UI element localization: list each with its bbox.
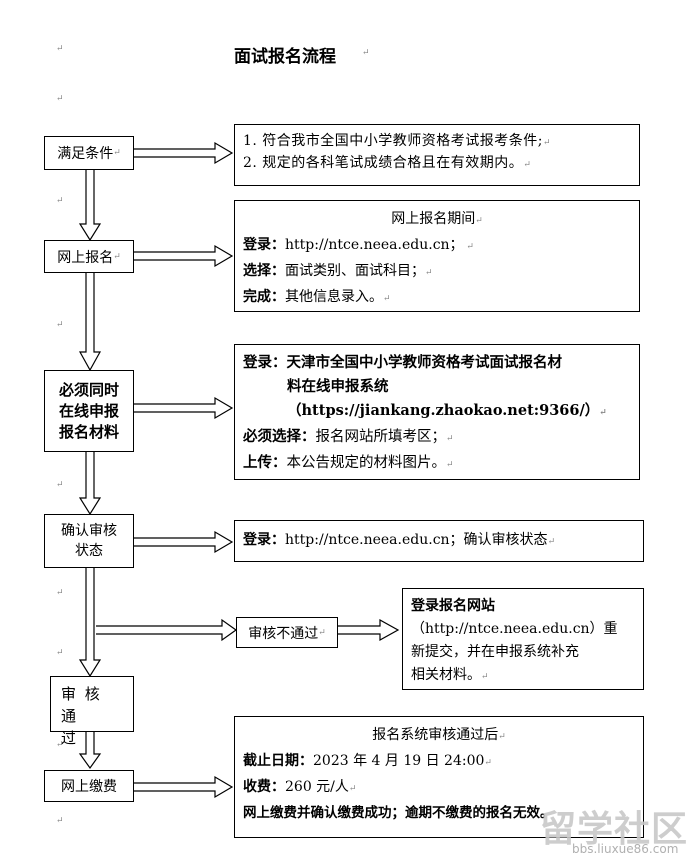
field-key: 登录： (243, 532, 285, 548)
condition-line-2: 2. 规定的各科笔试成绩合格且在有效期内。 (243, 155, 524, 171)
field-key: 截止日期： (243, 753, 313, 769)
info-box-conditions: 1. 符合我市全国中小学教师资格考试报考条件;↵ 2. 规定的各科笔试成绩合格且… (234, 124, 640, 186)
review-url: http://ntce.neea.edu.cn；确认审核状态 (285, 532, 548, 548)
step-box-confirm-review: 确认审核 状态 (44, 514, 134, 568)
resubmit-line-3: 相关材料。 (411, 667, 481, 683)
arrow-right-3 (134, 396, 234, 420)
field-key: 收费： (243, 779, 285, 795)
step-box-online-payment: 网上缴费 (44, 770, 134, 802)
arrow-down-5 (78, 732, 102, 770)
info-box-payment: 报名系统审核通过后↵ 截止日期：2023 年 4 月 19 日 24:00↵ 收… (234, 716, 644, 838)
info-heading: 报名系统审核通过后 (372, 727, 499, 743)
field-key: 必须选择： (243, 428, 316, 445)
paragraph-mark-icon: ↵ (56, 44, 64, 54)
field-key: 登录： (243, 354, 287, 371)
step-label: 网上缴费 (61, 779, 117, 795)
paragraph-mark-icon: ↵ (362, 48, 370, 58)
system-name: 天津市全国中小学教师资格考试面试报名材 (286, 354, 563, 371)
paragraph-mark-icon: ↵ (56, 816, 64, 826)
paragraph-mark-icon: ↵ (56, 196, 64, 206)
step-label: 审核不通过 (248, 625, 319, 642)
arrow-down-2 (78, 273, 102, 372)
field-value: 其他信息录入。 (285, 289, 383, 305)
arrow-down-1 (78, 170, 102, 242)
info-heading: 登录报名网站 (411, 598, 495, 614)
system-name-cont: 料在线申报系统 (287, 378, 389, 395)
arrow-right-2 (134, 244, 234, 268)
step-box-review-failed: 审核不通过↵ (236, 617, 338, 648)
info-box-materials: 登录：天津市全国中小学教师资格考试面试报名材 料在线申报系统 （https://… (234, 344, 640, 480)
condition-line-1: 1. 符合我市全国中小学教师资格考试报考条件; (243, 133, 544, 149)
resubmit-line-2: 新提交，并在申报系统补充 (411, 644, 579, 660)
info-box-review-status: 登录：http://ntce.neea.edu.cn；确认审核状态↵ (234, 520, 644, 562)
field-value: 本公告规定的材料图片。 (286, 455, 447, 471)
field-key: 选择： (243, 263, 285, 279)
system-url: （https://jiankang.zhaokao.net:9366/） (287, 402, 600, 419)
paragraph-mark-icon: ↵ (56, 740, 64, 750)
step-label: 满足条件 (57, 146, 114, 162)
arrow-down-4 (78, 568, 102, 678)
step-box-submit-materials: 必须同时在线申报报名材料 (44, 370, 134, 452)
step-label-line2: 状态 (75, 543, 103, 559)
register-url: http://ntce.neea.edu.cn； (285, 237, 464, 253)
arrow-right-5 (96, 618, 238, 642)
payment-note: 网上缴费并确认缴费成功；逾期不缴费的报名无效。 (243, 805, 554, 821)
step-box-online-register: 网上报名↵ (44, 240, 134, 273)
watermark-logo: 留学社区 (540, 809, 688, 850)
paragraph-mark-icon: ↵ (56, 320, 64, 330)
arrow-right-6 (338, 618, 400, 642)
deadline-value: 2023 年 4 月 19 日 24:00 (313, 753, 485, 769)
field-value: 报名网站所填考区； (315, 429, 447, 445)
paragraph-mark-icon: ↵ (56, 480, 64, 490)
step-label-line2: 过 (61, 729, 77, 747)
page-title: 面试报名流程 (234, 47, 336, 67)
paragraph-mark-icon: ↵ (56, 648, 64, 658)
resubmit-line-1: （http://ntce.neea.edu.cn）重 (411, 621, 618, 637)
step-label: 必须同时在线申报报名材料 (58, 380, 119, 441)
info-heading: 网上报名期间 (391, 211, 476, 227)
paragraph-mark-icon: ↵ (56, 94, 64, 104)
arrow-right-1 (134, 141, 234, 165)
step-label-line1: 审 核 通 (61, 685, 102, 725)
watermark-url: bbs.liuxue86.com (572, 842, 679, 856)
fee-value: 260 元/人 (285, 779, 349, 795)
field-key: 完成： (243, 289, 285, 305)
arrow-right-7 (134, 775, 234, 799)
paragraph-mark-icon: ↵ (56, 588, 64, 598)
step-box-review-passed: 审 核 通 过 (50, 676, 134, 747)
step-label-line1: 确认审核 (61, 523, 117, 539)
field-key: 登录： (243, 237, 285, 253)
arrow-right-4 (134, 530, 234, 554)
arrow-down-3 (78, 452, 102, 516)
info-box-resubmit: 登录报名网站 （http://ntce.neea.edu.cn）重 新提交，并在… (402, 588, 644, 690)
step-label: 网上报名 (57, 249, 114, 266)
step-box-conditions: 满足条件↵ (44, 136, 134, 170)
field-value: 面试类别、面试科目； (285, 263, 425, 279)
info-box-register: 网上报名期间↵ 登录：http://ntce.neea.edu.cn； ↵ 选择… (234, 200, 640, 312)
field-key: 上传： (243, 454, 287, 471)
